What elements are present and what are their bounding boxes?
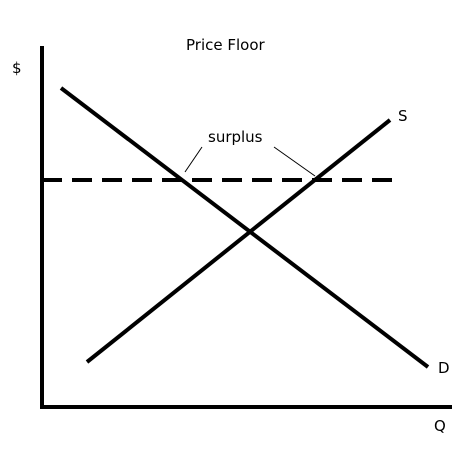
surplus-pointer-right [273, 146, 316, 177]
surplus-label: surplus [208, 128, 263, 146]
supply-curve [85, 118, 392, 364]
supply-label: S [398, 107, 408, 125]
demand-curve [59, 86, 430, 369]
x-axis-label: Q [434, 417, 446, 435]
y-axis-label: $ [12, 59, 22, 77]
surplus-pointer-left [184, 146, 203, 173]
demand-label: D [438, 359, 450, 377]
diagram-title: Price Floor [186, 36, 266, 54]
